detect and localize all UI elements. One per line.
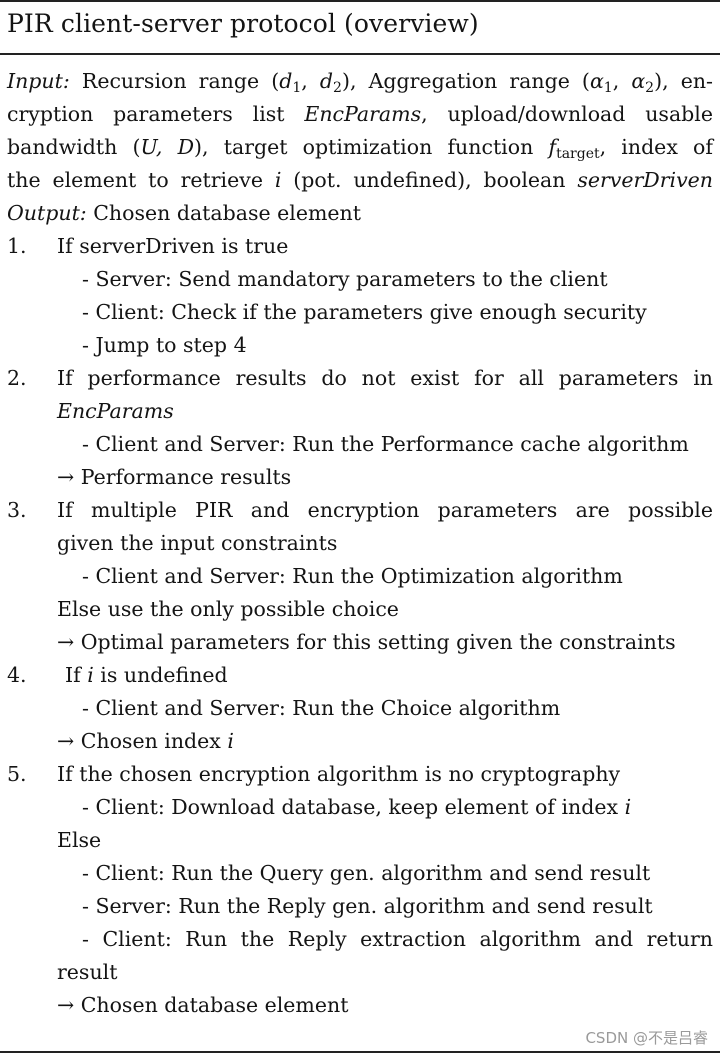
step-line: - Client: Download database, keep elemen…: [82, 795, 632, 819]
step-line: Else: [57, 828, 102, 852]
step-line: - Client: Run the Query gen. algorithm a…: [82, 861, 651, 885]
step-line: - Client: Run the Reply extraction algor…: [82, 927, 713, 951]
output-line: Output: Chosen database element: [7, 201, 361, 225]
input-line-1: Input: Recursion range (d1, d2), Aggrega…: [7, 69, 713, 96]
step-result: → Chosen database element: [57, 993, 349, 1017]
step-result: → Performance results: [57, 465, 292, 489]
step-number: 1.: [7, 234, 27, 258]
step-number: 2.: [7, 366, 27, 390]
input-line-2: cryption parameters list EncParams, uplo…: [7, 102, 713, 126]
input-line-3: bandwidth (U, D), target optimization fu…: [7, 135, 713, 162]
step-line: Else use the only possible choice: [57, 597, 399, 621]
step-number: 4.: [7, 663, 27, 687]
step-result: → Optimal parameters for this setting gi…: [57, 630, 676, 654]
title-rule: [0, 53, 720, 55]
step-line: - Client and Server: Run the Optimizatio…: [82, 564, 623, 588]
step-number: 3.: [7, 498, 27, 522]
step-line: If multiple PIR and encryption parameter…: [57, 498, 713, 522]
step-line: EncParams: [57, 399, 174, 423]
step-line: If i is undefined: [65, 663, 228, 687]
step-number: 5.: [7, 762, 27, 786]
step-line: - Server: Run the Reply gen. algorithm a…: [82, 894, 653, 918]
step-line: - Client and Server: Run the Performance…: [82, 432, 689, 456]
step-line: If the chosen encryption algorithm is no…: [57, 762, 621, 786]
watermark: CSDN @不是吕睿: [585, 1029, 708, 1047]
step-line: given the input constraints: [57, 531, 338, 555]
step-line: - Jump to step 4: [82, 333, 247, 357]
algorithm-title: PIR client-server protocol (overview): [7, 9, 479, 38]
input-line-4: the element to retrieve i (pot. undefine…: [7, 168, 713, 192]
step-line: - Client and Server: Run the Choice algo…: [82, 696, 561, 720]
step-line: - Client: Check if the parameters give e…: [82, 300, 647, 324]
step-line: If serverDriven is true: [57, 234, 289, 258]
step-line: - Server: Send mandatory parameters to t…: [82, 267, 608, 291]
step-result: → Chosen index i: [57, 729, 234, 753]
bottom-rule: [0, 1051, 720, 1053]
top-rule: [0, 0, 720, 2]
step-line: result: [57, 960, 118, 984]
step-line: If performance results do not exist for …: [57, 366, 713, 390]
